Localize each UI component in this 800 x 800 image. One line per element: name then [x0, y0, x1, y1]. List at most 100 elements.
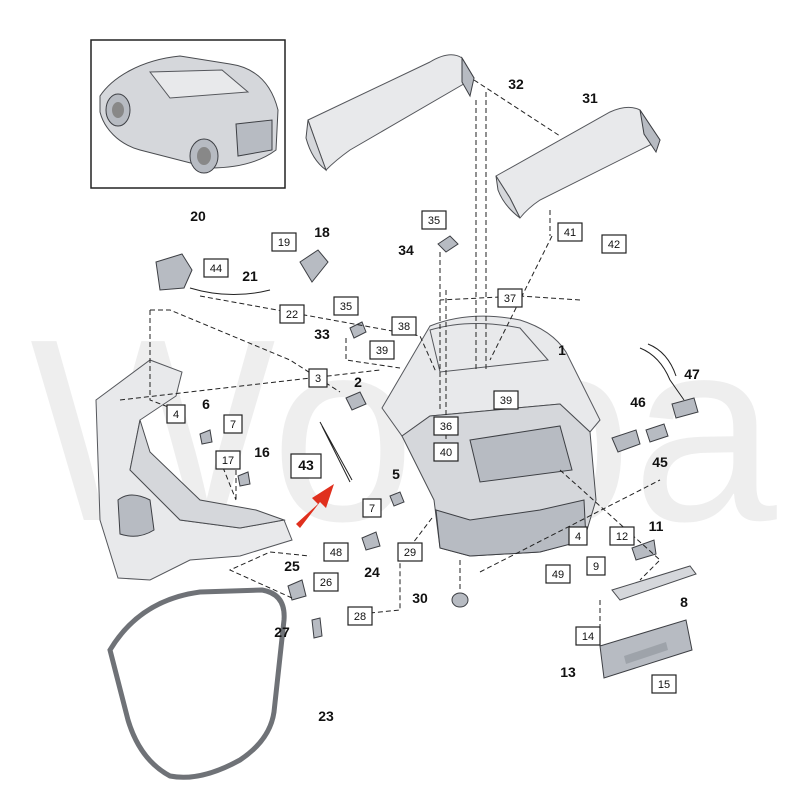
small-components: [155, 235, 699, 639]
callout-11: 11: [649, 518, 664, 534]
callout-box-7: [223, 414, 243, 434]
callout-text-19: 19: [278, 237, 290, 249]
callout-box-40: [433, 442, 459, 462]
vehicle-inset-image: [90, 39, 286, 189]
callout-box-7b: [362, 498, 382, 518]
callout-24: 24: [364, 564, 380, 580]
callout-text-41: 41: [564, 227, 576, 239]
callout-33: 33: [314, 326, 330, 342]
tailgate-shape: [381, 315, 601, 557]
callout-text-2: 2: [354, 374, 362, 390]
callout-text-12: 12: [616, 531, 628, 543]
callout-text-46: 46: [630, 394, 646, 410]
callout-47: 47: [684, 366, 700, 382]
callout-text-40: 40: [440, 447, 452, 459]
callout-text-42: 42: [608, 239, 620, 251]
spoiler-32-shape: [305, 54, 475, 172]
callout-46: 46: [630, 394, 646, 410]
callout-text-37: 37: [504, 293, 516, 305]
trim-strip-8-shape: [611, 565, 697, 601]
plate-bracket-13-shape: [599, 619, 693, 679]
callout-13: 13: [560, 664, 576, 680]
callout-box-38: [391, 316, 417, 336]
callout-text-49: 49: [552, 569, 564, 581]
callout-41: 41: [557, 222, 583, 242]
callout-6: 6: [202, 396, 210, 412]
callout-text-27: 27: [274, 624, 290, 640]
callout-26: 26: [313, 572, 339, 592]
callout-text-9: 9: [593, 561, 599, 573]
callout-38: 38: [391, 316, 417, 336]
callout-text-6: 6: [202, 396, 210, 412]
callout-box-17: [215, 450, 241, 470]
callout-box-3: [308, 368, 328, 388]
callout-42: 42: [601, 234, 627, 254]
callout-text-32: 32: [508, 76, 524, 92]
callout-7b: 7: [362, 498, 382, 518]
callout-48: 48: [323, 542, 349, 562]
callout-text-33: 33: [314, 326, 330, 342]
callout-text-44: 44: [210, 263, 222, 275]
callout-37: 37: [497, 288, 523, 308]
callout-9: 9: [586, 556, 606, 576]
callout-text-45: 45: [652, 454, 668, 470]
spoiler-31-shape: [495, 106, 661, 219]
callout-box-14: [575, 626, 601, 646]
rear-quarter-panel-shape: [95, 359, 293, 581]
callout-22: 22: [279, 304, 305, 324]
callout-34: 34: [398, 242, 414, 258]
callout-43: 43: [290, 453, 322, 479]
callout-15: 15: [651, 674, 677, 694]
callout-text-1: 1: [558, 342, 566, 358]
seal-23-shape: [107, 587, 287, 780]
callout-text-23: 23: [318, 708, 334, 724]
callout-3: 3: [308, 368, 328, 388]
highlight-arrow: [296, 484, 334, 528]
callout-box-39b: [493, 390, 519, 410]
callout-text-35b: 35: [340, 301, 352, 313]
callout-box-29: [397, 542, 423, 562]
callout-text-21: 21: [242, 268, 258, 284]
callout-40: 40: [433, 442, 459, 462]
callout-28: 28: [347, 606, 373, 626]
callout-7: 7: [223, 414, 243, 434]
callout-16: 16: [254, 444, 270, 460]
callout-box-39: [369, 340, 395, 360]
callout-text-47: 47: [684, 366, 700, 382]
callout-text-24: 24: [364, 564, 380, 580]
callout-45: 45: [652, 454, 668, 470]
callout-box-48: [323, 542, 349, 562]
callout-text-13: 13: [560, 664, 576, 680]
callout-text-48: 48: [330, 547, 342, 559]
callout-text-4b: 4: [575, 531, 581, 543]
callout-35b: 35: [333, 296, 359, 316]
callout-14: 14: [575, 626, 601, 646]
callout-text-16: 16: [254, 444, 270, 460]
callout-39: 39: [369, 340, 395, 360]
callout-21: 21: [242, 268, 258, 284]
callout-box-9: [586, 556, 606, 576]
callout-box-28: [347, 606, 373, 626]
callout-text-3: 3: [315, 373, 321, 385]
callout-box-4b: [568, 526, 588, 546]
callout-text-20: 20: [190, 208, 206, 224]
callout-box-15: [651, 674, 677, 694]
callout-text-11: 11: [649, 518, 664, 534]
callout-box-22: [279, 304, 305, 324]
callout-30: 30: [412, 590, 428, 606]
callout-17: 17: [215, 450, 241, 470]
callout-text-35: 35: [428, 215, 440, 227]
callout-text-22: 22: [286, 309, 298, 321]
callout-text-28: 28: [354, 611, 366, 623]
callout-31: 31: [582, 90, 598, 106]
callout-box-19: [271, 232, 297, 252]
callout-text-18: 18: [314, 224, 330, 240]
callout-2: 2: [354, 374, 362, 390]
callout-4: 4: [166, 404, 186, 424]
callout-1: 1: [558, 342, 566, 358]
callout-box-43: [290, 453, 322, 479]
callout-labels: 1234456778911121314151617181920212223242…: [166, 76, 700, 724]
callout-18: 18: [314, 224, 330, 240]
callout-text-8: 8: [680, 594, 688, 610]
